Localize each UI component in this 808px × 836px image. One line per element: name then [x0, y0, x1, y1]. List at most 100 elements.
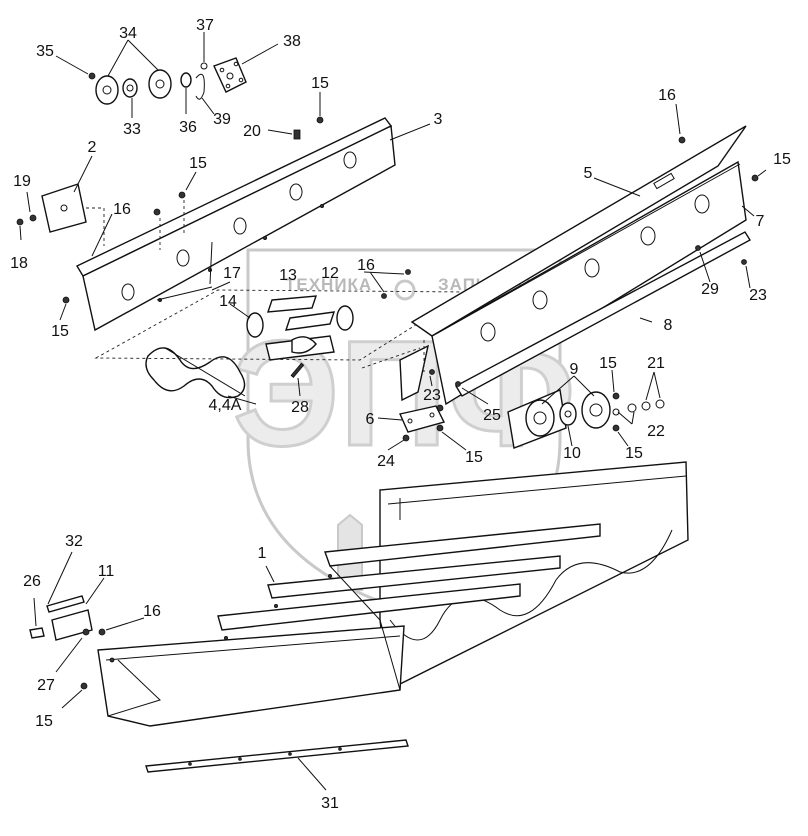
callout-32: 32	[65, 533, 83, 550]
callout-3: 3	[434, 111, 443, 128]
callout-27: 27	[37, 677, 55, 694]
bolt-24	[402, 434, 410, 442]
nut-21-a	[641, 401, 651, 411]
callout-20: 20	[243, 123, 261, 140]
bearing-14-left	[246, 312, 264, 338]
callout-9: 9	[570, 361, 579, 378]
bolt-16-mid-a	[405, 269, 411, 275]
plate-12	[284, 311, 336, 331]
callout-6: 6	[366, 411, 375, 428]
callout-15-right: 15	[773, 151, 791, 168]
callout-5: 5	[584, 165, 593, 182]
callout-34: 34	[119, 25, 137, 42]
bearing-group-right	[507, 389, 665, 449]
bearing-14-right	[336, 305, 354, 331]
nut-15-right	[751, 174, 759, 182]
callout-16-mid: 16	[357, 257, 375, 274]
bolt-16-mid-b	[381, 293, 387, 299]
wing-nut-26	[29, 627, 45, 639]
nut-15-left	[62, 296, 70, 304]
nut-23-right	[741, 259, 747, 265]
callout-12: 12	[321, 265, 339, 282]
nut-15-bracket	[436, 424, 444, 432]
callout-36: 36	[179, 119, 197, 136]
callout-15-left: 15	[51, 323, 69, 340]
washer-19	[29, 214, 37, 222]
upper-channel-3	[76, 117, 396, 332]
callout-1: 1	[258, 545, 267, 562]
callout-22: 22	[647, 423, 665, 440]
nut-27	[82, 628, 90, 636]
callout-38: 38	[283, 33, 301, 50]
washer-36	[180, 72, 192, 88]
callout-16-upper: 16	[113, 201, 131, 218]
washer-22-b	[627, 403, 637, 413]
callout-29: 29	[701, 281, 719, 298]
bearing-group-top	[88, 57, 247, 105]
watermark-gear-icon	[394, 279, 416, 301]
callout-13: 13	[279, 267, 297, 284]
callout-15-bracket: 15	[465, 449, 483, 466]
callout-31: 31	[321, 795, 339, 812]
callout-2: 2	[88, 139, 97, 156]
callout-26: 26	[23, 573, 41, 590]
callout-labels: 34 35 33 37 38 36 39 15 3 20 2 19 15 16 …	[10, 17, 791, 812]
rod-17	[156, 286, 213, 301]
bolt-16-upper	[153, 208, 161, 216]
plate-13	[266, 295, 318, 313]
strip-8	[455, 231, 751, 397]
bolt-23-a	[429, 369, 435, 375]
shaft-coupling	[291, 336, 317, 354]
callout-15-top: 15	[311, 75, 329, 92]
bolt-25	[455, 381, 461, 387]
bolt-20	[293, 129, 301, 140]
callout-15-bearing: 15	[599, 355, 617, 372]
callout-16-left: 16	[143, 603, 161, 620]
callout-28: 28	[291, 399, 309, 416]
pin-37	[200, 62, 208, 70]
nut-35-icon	[88, 72, 96, 80]
callout-4-4a: 4,4A	[209, 397, 242, 414]
callout-39: 39	[213, 111, 231, 128]
auger-flighting-4	[145, 347, 246, 399]
end-plate	[399, 344, 429, 402]
trough-1	[97, 461, 689, 727]
leader-lines	[19, 32, 767, 791]
clip-39	[195, 73, 205, 100]
callout-15-channel: 15	[189, 155, 207, 172]
callout-37: 37	[196, 17, 214, 34]
callout-25: 25	[483, 407, 501, 424]
nut-15-bearing	[612, 392, 620, 400]
right-channel-5-7	[410, 125, 747, 406]
strip-32	[46, 595, 85, 613]
nut-18	[16, 218, 24, 226]
key-28	[290, 362, 305, 378]
callout-15-lower: 15	[35, 713, 53, 730]
watermark-left-text: ТЕХНИКА	[285, 275, 372, 294]
nut-21-b	[655, 399, 665, 409]
callout-35: 35	[36, 43, 54, 60]
callout-15-bearing-low: 15	[625, 445, 643, 462]
callout-8: 8	[664, 317, 673, 334]
callout-33: 33	[123, 121, 141, 138]
callout-18: 18	[10, 255, 28, 272]
callout-17: 17	[223, 265, 241, 282]
latch-11	[51, 609, 93, 641]
nut-15-top	[316, 116, 324, 124]
washer-22-a	[612, 408, 620, 416]
nut-15-bearing-low	[612, 424, 620, 432]
strip-31	[145, 739, 409, 773]
callout-23-mid: 23	[423, 387, 441, 404]
nut-15-channel	[178, 191, 186, 199]
bolt-29	[695, 245, 701, 251]
callout-10: 10	[563, 445, 581, 462]
callout-16-right: 16	[658, 87, 676, 104]
bolt-16-right	[678, 136, 686, 144]
bolt-16-left	[98, 628, 106, 636]
callout-19: 19	[13, 173, 31, 190]
bracket-6	[399, 405, 446, 433]
callout-21: 21	[647, 355, 665, 372]
callout-14: 14	[219, 293, 237, 310]
callout-11: 11	[98, 563, 115, 580]
